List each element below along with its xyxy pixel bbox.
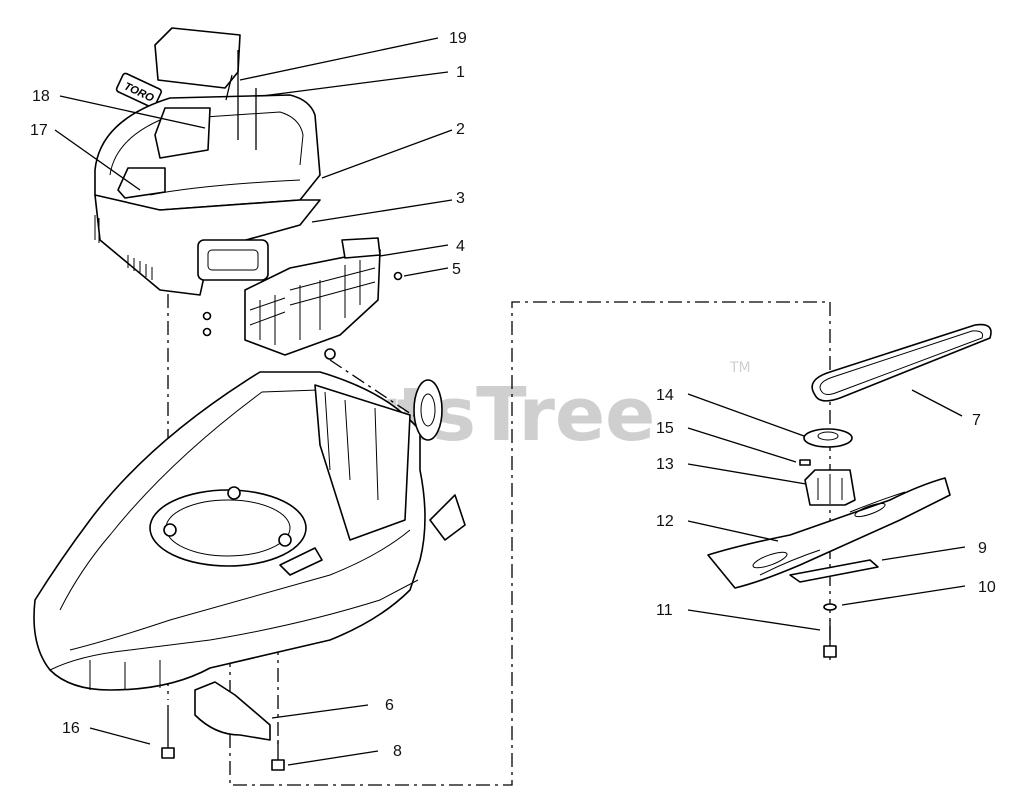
mount-bolt-a <box>227 486 241 500</box>
callout-15: 15 <box>656 420 674 437</box>
leader-7 <box>911 389 963 417</box>
leader-16 <box>89 727 151 745</box>
leader-18 <box>59 95 206 129</box>
muffler-assembly <box>202 237 403 360</box>
callout-12: 12 <box>656 513 674 530</box>
callout-7: 7 <box>972 412 981 429</box>
leader-10 <box>841 585 966 606</box>
muffler-guard <box>341 237 381 259</box>
callout-4: 4 <box>456 238 465 255</box>
callout-13: 13 <box>656 456 674 473</box>
leader-3 <box>311 199 453 223</box>
mount-bolt-b <box>163 523 177 537</box>
screw-5 <box>393 271 403 281</box>
deck-axis-line <box>329 359 421 421</box>
decal-top <box>154 27 241 89</box>
callout-11: 11 <box>656 602 673 619</box>
mount-bolt-c <box>278 533 292 547</box>
mower-blade <box>707 477 951 589</box>
callout-8: 8 <box>393 743 402 760</box>
side-latch <box>429 494 466 541</box>
muffler <box>244 249 381 356</box>
watermark-trademark: TM <box>729 360 751 376</box>
blade-stiffener <box>789 559 879 583</box>
leader-5 <box>403 267 449 277</box>
callout-18: 18 <box>32 88 50 105</box>
leader-19 <box>239 37 439 81</box>
screw-b <box>202 327 212 337</box>
washer-10 <box>823 603 837 611</box>
leader-12 <box>687 520 779 542</box>
discharge-slot <box>279 547 323 576</box>
assembly-connector-line <box>229 301 831 786</box>
leader-4 <box>379 244 449 257</box>
leader-2 <box>321 129 453 179</box>
bolt-8-head <box>271 759 285 771</box>
rear-frame <box>314 384 411 541</box>
leader-6 <box>271 704 369 719</box>
decal-17 <box>117 167 166 199</box>
toro-badge <box>115 72 162 109</box>
key-15 <box>799 459 811 466</box>
engine-assembly: TORO <box>94 27 321 296</box>
leader-11 <box>687 609 821 631</box>
callout-19: 19 <box>449 30 467 47</box>
rear-wheel <box>413 379 443 441</box>
bolt-11-head <box>823 645 837 658</box>
callout-3: 3 <box>456 190 465 207</box>
blade-assembly <box>707 323 992 658</box>
callout-6: 6 <box>385 697 394 714</box>
leader-9 <box>881 546 966 561</box>
bolt-top <box>324 348 336 360</box>
dipstick <box>225 74 233 101</box>
drive-belt <box>811 323 992 402</box>
decal-18 <box>154 107 211 159</box>
pulley <box>803 428 853 448</box>
callout-16: 16 <box>62 720 80 737</box>
bolt-16-head <box>161 747 175 759</box>
leader-1 <box>261 71 449 97</box>
callout-1: 1 <box>456 64 465 81</box>
callout-10: 10 <box>978 579 996 596</box>
callout-9: 9 <box>978 540 987 557</box>
callout-17: 17 <box>30 122 48 139</box>
leader-17 <box>54 129 141 191</box>
callout-5: 5 <box>452 261 461 278</box>
leader-14 <box>687 393 805 437</box>
mower-deck <box>33 371 466 691</box>
callout-14: 14 <box>656 387 674 404</box>
leader-8 <box>287 750 379 766</box>
leader-15 <box>687 427 797 463</box>
bracket-6 <box>194 681 271 741</box>
callout-2: 2 <box>456 121 465 138</box>
leader-13 <box>687 463 807 485</box>
screw-a <box>202 311 212 321</box>
